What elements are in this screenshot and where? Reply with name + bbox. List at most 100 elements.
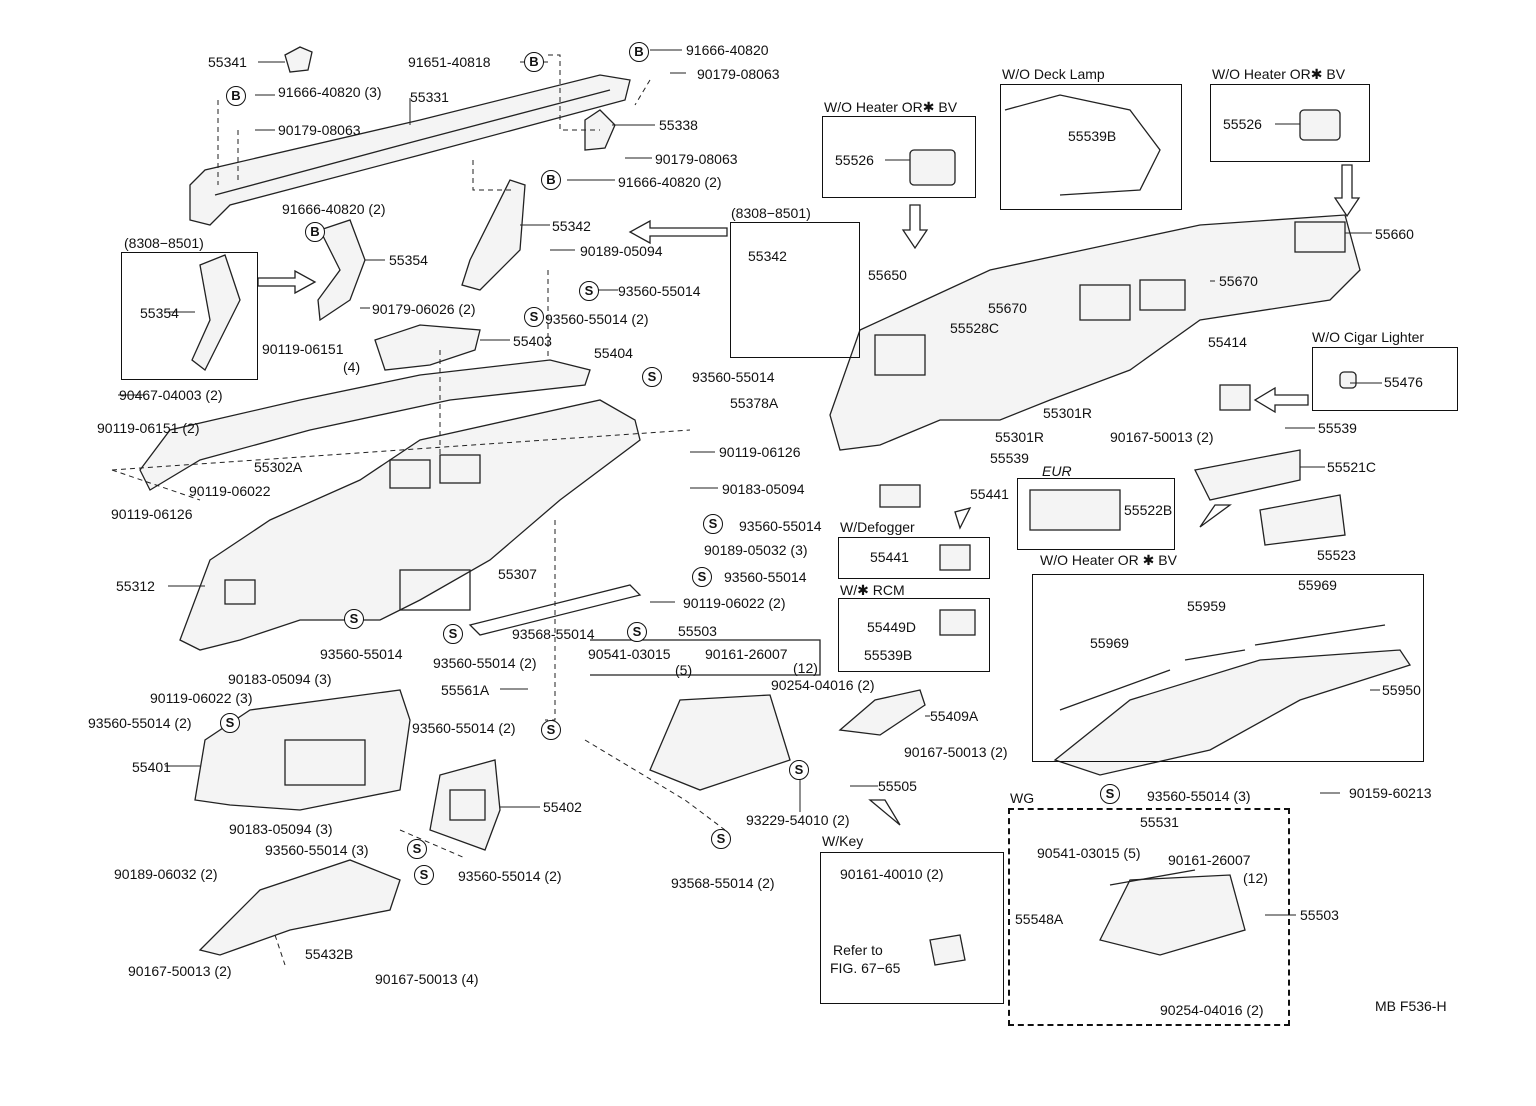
caption-wo-cigar: W/O Cigar Lighter (1312, 329, 1425, 345)
insert-55441 (879, 484, 921, 508)
part-label: 90189-05032 (3) (704, 542, 808, 558)
screw-symbol: S (344, 609, 364, 629)
bolt-symbol: B (305, 222, 325, 242)
screw-symbol: S (541, 720, 561, 740)
caption-w-defogger: W/Defogger (840, 519, 915, 535)
caption-wg: WG (1010, 790, 1035, 806)
glove-box-wg (1099, 874, 1246, 956)
part-label: 93560-55014 (2) (545, 311, 649, 327)
inset-box-w-key (820, 852, 1004, 1004)
inset-box-wo-heater-2 (1210, 84, 1370, 162)
panel-55302A (139, 359, 591, 491)
screw-symbol: S (627, 622, 647, 642)
part-label: 90467-04003 (2) (119, 387, 223, 403)
part-label: (4) (343, 359, 361, 375)
part-label: 55526 (835, 152, 874, 168)
part-label: (12) (793, 660, 818, 676)
caption-w-rcm: W/✱ RCM (840, 582, 905, 598)
part-label: 55526 (1223, 116, 1262, 132)
part-label: 90119-06151 (2) (97, 420, 200, 436)
reinforcement-beam (189, 74, 631, 226)
part-label: 55354 (389, 252, 428, 268)
screw-symbol: S (711, 829, 731, 849)
part-label: 90179-08063 (278, 122, 361, 138)
part-label: 93560-55014 (2) (88, 715, 192, 731)
part-label: 90119-06022 (3) (150, 690, 253, 706)
part-label: 55950 (1382, 682, 1421, 698)
part-label: 90161-26007 (1168, 852, 1251, 868)
part-label: 55539B (864, 647, 913, 663)
part-label: 55404 (594, 345, 633, 361)
part-label: 55449D (867, 619, 917, 635)
inset-box-wo-heater-1 (822, 116, 976, 198)
part-label: 90119-06126 (719, 444, 801, 460)
part-label: 93229-54010 (2) (746, 812, 850, 828)
inset-box-wo-deck-lamp (1000, 84, 1182, 210)
caption-wo-heater-1: W/O Heater OR✱ BV (824, 99, 958, 115)
part-label: 55441 (970, 486, 1009, 502)
part-label: 90119-06151 (262, 341, 344, 357)
vent-55526-right (1299, 109, 1341, 141)
caption-fig-ref: FIG. 67−65 (830, 960, 901, 976)
lower-panel-55432B (198, 859, 401, 956)
part-label: 90167-50013 (2) (128, 963, 232, 979)
screw-symbol: S (692, 567, 712, 587)
part-label: 55521C (1327, 459, 1377, 475)
bolt-symbol: B (226, 86, 246, 106)
part-label: 55402 (543, 799, 582, 815)
screw-symbol: S (524, 307, 544, 327)
screw-symbol: S (220, 713, 240, 733)
part-label: 90541-03015 (5) (1037, 845, 1141, 861)
part-label: 55528C (950, 320, 1000, 336)
inset-box-wg (1008, 808, 1290, 1026)
vent-55409A (838, 689, 926, 736)
inset-box-8308-55342 (730, 222, 860, 358)
bolt-symbol: B (524, 52, 544, 72)
part-label: 55476 (1384, 374, 1423, 390)
screw-symbol: S (789, 760, 809, 780)
part-label: 55312 (116, 578, 155, 594)
console-55523 (1259, 494, 1346, 546)
caption-wo-deck-lamp: W/O Deck Lamp (1002, 66, 1105, 82)
part-label: 91651-40818 (408, 54, 491, 70)
part-label: 93560-55014 (2) (458, 868, 562, 884)
inset-box-w-rcm (838, 598, 990, 672)
inset-box-8308-55354 (121, 252, 258, 380)
cover-55403 (374, 324, 481, 371)
part-label: 93560-55014 (724, 569, 807, 585)
part-label: 55670 (988, 300, 1027, 316)
part-label: 93560-55014 (3) (1147, 788, 1251, 804)
part-label: 90159-60213 (1349, 785, 1432, 801)
part-label: 55301R (1043, 405, 1093, 421)
switch-55449D (939, 609, 976, 636)
part-label: 55403 (513, 333, 552, 349)
caption-eur: EUR (1042, 463, 1072, 479)
part-label: 55414 (1208, 334, 1247, 350)
part-label: 90189-06032 (2) (114, 866, 218, 882)
console-55521C (1194, 449, 1301, 501)
part-label: 55660 (1375, 226, 1414, 242)
part-label: 55341 (208, 54, 247, 70)
part-label: 93560-55014 (692, 369, 775, 385)
molding-55950 (1053, 649, 1412, 776)
caption-range-b: (8308−8501) (731, 205, 811, 221)
part-label: 55561A (441, 682, 490, 698)
figure-code: MB F536-H (1375, 998, 1447, 1014)
screw-symbol: S (407, 839, 427, 859)
part-label: 55523 (1317, 547, 1356, 563)
part-label: 55342 (552, 218, 591, 234)
part-label: 90161-26007 (705, 646, 788, 662)
reinforcement-55307 (468, 584, 642, 636)
part-label: 90167-50013 (2) (904, 744, 1008, 760)
part-label: 55531 (1140, 814, 1179, 830)
part-label: 90119-06126 (111, 506, 193, 522)
bracket-55341 (284, 46, 313, 73)
part-label: 55503 (1300, 907, 1339, 923)
part-label: 55401 (132, 759, 171, 775)
cluster-finish-55401 (194, 689, 411, 811)
part-label: 93560-55014 (2) (412, 720, 516, 736)
part-label: 93560-55014 (2) (433, 655, 537, 671)
part-label: 55354 (140, 305, 179, 321)
console-55522B (1029, 489, 1121, 531)
part-label: 55441 (870, 549, 909, 565)
